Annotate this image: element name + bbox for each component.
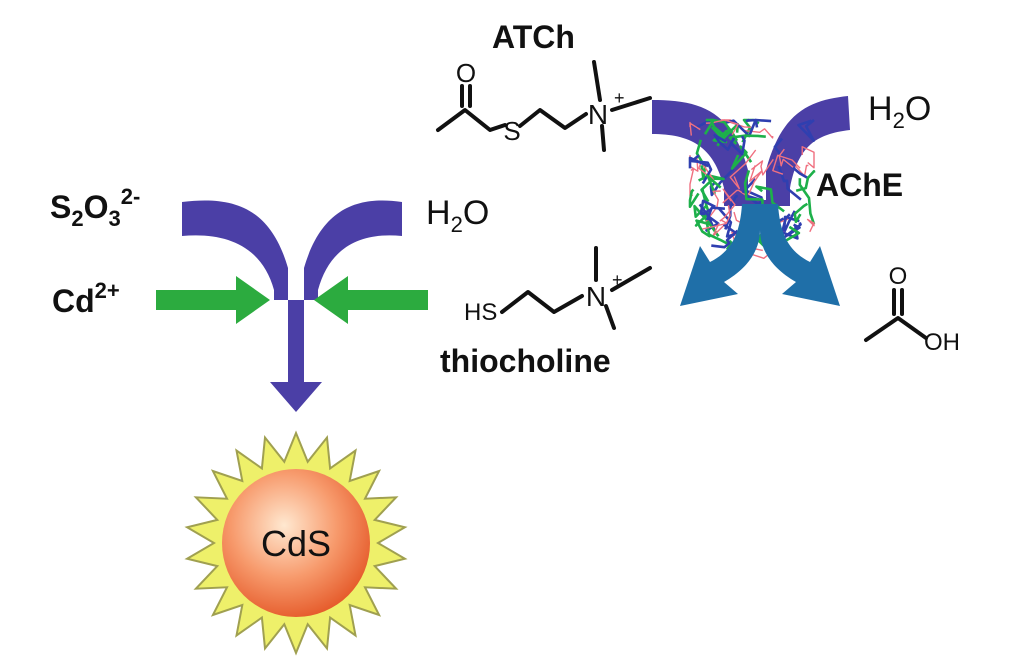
enzyme-strand bbox=[797, 118, 815, 142]
enzyme-strand bbox=[798, 178, 816, 225]
atch-structure: O S N + bbox=[436, 58, 652, 152]
enzyme-strand bbox=[698, 203, 725, 221]
enzyme-strand bbox=[695, 219, 711, 238]
oxygen-atom: O bbox=[889, 263, 908, 290]
oxygen-atom: O bbox=[456, 58, 476, 88]
enzyme-strand bbox=[705, 119, 739, 136]
enzyme-strand bbox=[743, 170, 764, 213]
enzyme-ribbon-icon bbox=[688, 118, 816, 261]
enzyme-strand bbox=[801, 146, 815, 169]
water-label-right: H2O bbox=[868, 90, 931, 133]
nitrogen-atom: N bbox=[586, 281, 606, 312]
enzyme-strand bbox=[700, 174, 722, 203]
enzyme-strand bbox=[730, 145, 753, 170]
thiocholine-label: thiocholine bbox=[440, 343, 611, 379]
enzyme-strand bbox=[717, 207, 739, 238]
purple-merge-arrow-icon bbox=[182, 200, 402, 412]
thiocholine-structure: HS N + bbox=[464, 246, 652, 330]
enzyme-strand bbox=[703, 118, 728, 139]
enzyme-strand bbox=[711, 219, 728, 238]
atch-label: ATCh bbox=[492, 19, 575, 55]
enzyme-strand bbox=[806, 218, 815, 233]
enzyme-strand bbox=[793, 202, 809, 224]
enzyme-strand bbox=[689, 121, 701, 136]
sulfur-atom: S bbox=[503, 116, 520, 146]
charge-plus: + bbox=[612, 270, 623, 290]
enzyme-strand bbox=[750, 158, 774, 176]
green-arrow-icon bbox=[156, 276, 270, 324]
enzyme-strand bbox=[711, 229, 739, 249]
ache-label: AChE bbox=[816, 167, 903, 203]
thiol-group: HS bbox=[464, 299, 497, 326]
cadmium-label: Cd2+ bbox=[52, 278, 120, 319]
enzyme-strand bbox=[690, 154, 713, 185]
enzyme-strand bbox=[747, 165, 763, 196]
enzyme-strand bbox=[729, 149, 757, 190]
thiosulfate-label: S2O32- bbox=[50, 184, 140, 231]
enzyme-strand bbox=[795, 170, 816, 192]
enzyme-strand bbox=[778, 148, 794, 168]
charge-plus: + bbox=[614, 88, 625, 108]
cds-sphere bbox=[222, 469, 370, 617]
enzyme-strand bbox=[702, 204, 731, 230]
blue-split-arrow-icon bbox=[680, 204, 840, 306]
acetic-acid-structure: O OH bbox=[864, 263, 960, 356]
enzyme-strand bbox=[705, 190, 721, 223]
water-label-left: H2O bbox=[426, 194, 489, 237]
enzyme-strand bbox=[744, 128, 774, 139]
cds-nanoparticle: CdS bbox=[184, 430, 408, 656]
enzyme-strand bbox=[777, 165, 802, 201]
enzyme-strand bbox=[772, 154, 801, 175]
hydroxyl-group: OH bbox=[924, 329, 960, 356]
enzyme-strand bbox=[688, 188, 700, 208]
nitrogen-atom: N bbox=[588, 99, 608, 130]
enzyme-strand bbox=[745, 194, 763, 206]
green-arrow-icon bbox=[314, 276, 428, 324]
cds-label: CdS bbox=[261, 523, 331, 564]
enzyme-strand bbox=[699, 199, 716, 216]
enzyme-strand bbox=[719, 188, 736, 222]
enzyme-strand bbox=[713, 134, 736, 151]
enzyme-strand bbox=[722, 189, 752, 204]
